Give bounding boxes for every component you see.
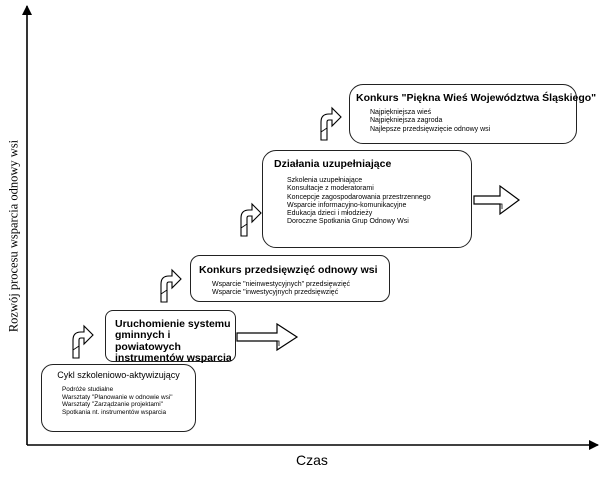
list-item: Edukacja dzieci i młodzieży	[287, 210, 373, 217]
stage-box-beautiful-village-contest: Konkurs "Piękna Wieś Województwa Śląskie…	[349, 84, 596, 144]
stage-box-training-cycle: Cykl szkoleniowo-aktywizujący Podróże st…	[41, 364, 196, 432]
list-item: Najpiękniejsza zagroda	[370, 117, 443, 125]
list-item: Wsparcie "nieinwestycyjnych" przedsięwzi…	[212, 281, 351, 288]
stage-title: Konkurs przedsięwzięć odnowy wsi	[199, 264, 378, 276]
list-item: Warsztaty "Planowanie w odnowie wsi"	[62, 393, 173, 401]
y-axis-label: Rozwój procesu wsparcia odnowy wsi	[6, 139, 21, 333]
continuation-arrow-1	[236, 322, 299, 352]
stage-items: Wsparcie "nieinwestycyjnych" przedsięwzi…	[212, 281, 350, 298]
step-arrow-4	[320, 106, 342, 141]
list-item: Szkolenia uzupełniające	[287, 177, 363, 184]
list-item: Najpiękniejsza wieś	[370, 109, 432, 116]
list-item: Wsparcie informacyjno-komunikacyjne	[287, 201, 407, 209]
list-item: Doroczne Spotkania Grup Odnowy Wsi	[287, 218, 409, 226]
list-item: Koncepcje zagospodarowania przestrzenneg…	[287, 193, 431, 201]
continuation-arrow-2	[473, 184, 521, 216]
stage-box-competition-projects: Konkurs przedsięwzięć odnowy wsi Wsparci…	[190, 255, 390, 302]
stage-items: Podróże studialne Warsztaty "Planowanie …	[62, 386, 173, 416]
stage-title: Działania uzupełniające	[274, 158, 392, 170]
stage-items: Najpiękniejsza wieś Najpiękniejsza zagro…	[370, 109, 490, 134]
step-arrow-3	[240, 202, 262, 237]
stage-items: Szkolenia uzupełniające Konsultacje z mo…	[287, 177, 431, 227]
list-item: Spotkania nt. instrumentów wsparcia	[62, 408, 167, 416]
stage-title: Cykl szkoleniowo-aktywizujący	[57, 370, 180, 380]
stage-title: Uruchomienie systemu gminnych i powiatow…	[115, 318, 232, 364]
list-item: Wsparcie "inwestycyjnych przedsięwzięć	[212, 289, 339, 297]
list-item: Najlepsze przedsięwzięcie odnowy wsi	[370, 125, 491, 133]
stage-box-support-system: Uruchomienie systemu gminnych i powiatow…	[105, 310, 236, 364]
step-arrow-1	[72, 324, 94, 359]
stage-title: Konkurs "Piękna Wieś Województwa Śląskie…	[356, 92, 597, 104]
list-item: Warsztaty "Zarządzanie projektami"	[62, 401, 163, 409]
list-item: Konsultacje z moderatorami	[287, 185, 374, 193]
list-item: Podróże studialne	[62, 386, 114, 393]
step-arrow-2	[160, 268, 182, 303]
stage-box-supplementary-actions: Działania uzupełniające Szkolenia uzupeł…	[262, 150, 472, 248]
x-axis-label: Czas	[296, 452, 328, 468]
